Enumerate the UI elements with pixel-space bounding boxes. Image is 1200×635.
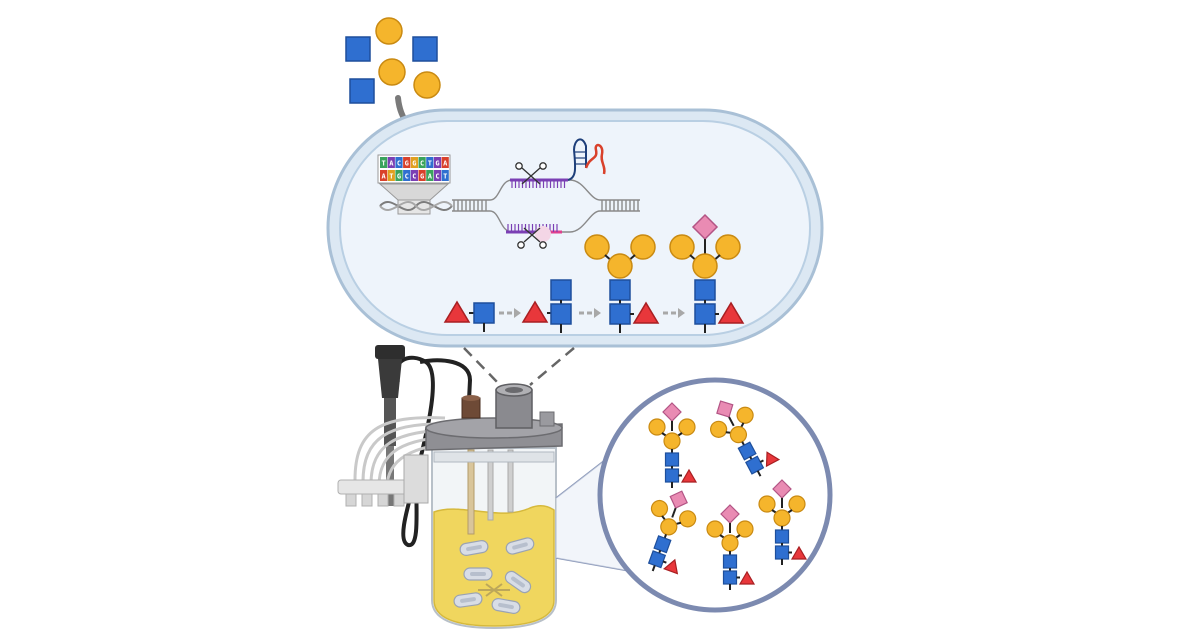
bioreactor-cell xyxy=(505,537,535,555)
dna-base-tile xyxy=(426,157,434,168)
dna-base-tile xyxy=(410,157,418,168)
dna-base-letter: C xyxy=(405,173,409,181)
zoom-lines-cell xyxy=(463,347,575,386)
crispr-editing xyxy=(452,138,640,249)
dna-base-tile xyxy=(441,170,449,181)
pathway-step-1 xyxy=(443,300,495,332)
galactose-circle-3 xyxy=(413,71,441,99)
pathway-step-2 xyxy=(521,279,572,333)
dna-base-letter: G xyxy=(420,173,424,181)
sialylated-glycan xyxy=(647,490,697,575)
dna-base-letter: T xyxy=(443,173,447,181)
dna-base-tile xyxy=(433,157,442,168)
sialylated-glycan xyxy=(648,402,698,488)
dna-base-tile xyxy=(403,170,411,181)
dna-base-tile xyxy=(403,157,411,168)
pathway-step-4 xyxy=(669,213,745,333)
bioreactor-cells xyxy=(453,537,535,614)
dna-base-tile xyxy=(418,157,426,168)
dna-helix xyxy=(379,200,453,212)
scissors-icon-bottom xyxy=(517,226,551,249)
sialylated-glycan xyxy=(710,400,781,477)
glcnac-square-1 xyxy=(345,36,371,62)
bioreactor-cell xyxy=(453,592,483,608)
dna-base-tile xyxy=(441,157,449,168)
port-clamp xyxy=(337,454,429,507)
dna-base-tile xyxy=(380,157,388,168)
bioreactor-cell xyxy=(463,567,493,581)
dna-base-tile xyxy=(410,170,418,181)
dna-base-letter: T xyxy=(428,160,432,168)
glcnac-square-2 xyxy=(412,36,438,62)
bioreactor-cell xyxy=(491,598,521,614)
head-plate xyxy=(425,383,563,451)
dna-base-letter: A xyxy=(381,173,386,181)
dna-base-tile xyxy=(395,170,403,181)
galactose-circle-1 xyxy=(375,17,403,45)
sialylated-glycan xyxy=(706,504,756,590)
dna-base-letter: G xyxy=(397,173,401,181)
dna-base-letter: C xyxy=(412,173,416,181)
dna-base-letter: G xyxy=(405,160,409,168)
bioreactor xyxy=(337,345,563,630)
dna-base-tile xyxy=(418,170,426,181)
glcnac-square-3 xyxy=(349,78,375,104)
dna-base-tile xyxy=(387,170,395,181)
dna-base-letter: C xyxy=(397,160,401,168)
dna-base-tile xyxy=(426,170,434,181)
dna-base-letter: A xyxy=(389,160,394,168)
dna-base-tile xyxy=(380,170,388,181)
incoming-sugars xyxy=(345,17,441,104)
dna-base-letter: G xyxy=(435,160,439,168)
dna-base-letter: C xyxy=(435,173,439,181)
dna-base-letter: G xyxy=(412,160,416,168)
pathway-step-3 xyxy=(584,234,660,333)
scissors-icon-top xyxy=(515,162,547,185)
dna-base-letter: C xyxy=(420,160,424,168)
dna-base-tile xyxy=(395,157,403,168)
sialic-acid-diamond xyxy=(716,400,734,418)
glycan-pathway xyxy=(443,213,745,333)
magnified-glycans xyxy=(597,377,833,613)
galactose-circle-2 xyxy=(378,58,406,86)
bioreactor-cell xyxy=(504,570,532,594)
dna-base-letter: A xyxy=(428,173,433,181)
sialylated-glycan xyxy=(758,479,808,565)
guide-rna xyxy=(567,138,606,181)
dna-base-letter: T xyxy=(381,160,385,168)
dna-base-letter: A xyxy=(443,160,448,168)
bioreactor-cell xyxy=(459,540,489,556)
cell-interior xyxy=(339,120,811,336)
dna-base-tile xyxy=(387,157,395,168)
dna-base-tile xyxy=(433,170,442,181)
dna-base-letter: T xyxy=(389,173,393,181)
